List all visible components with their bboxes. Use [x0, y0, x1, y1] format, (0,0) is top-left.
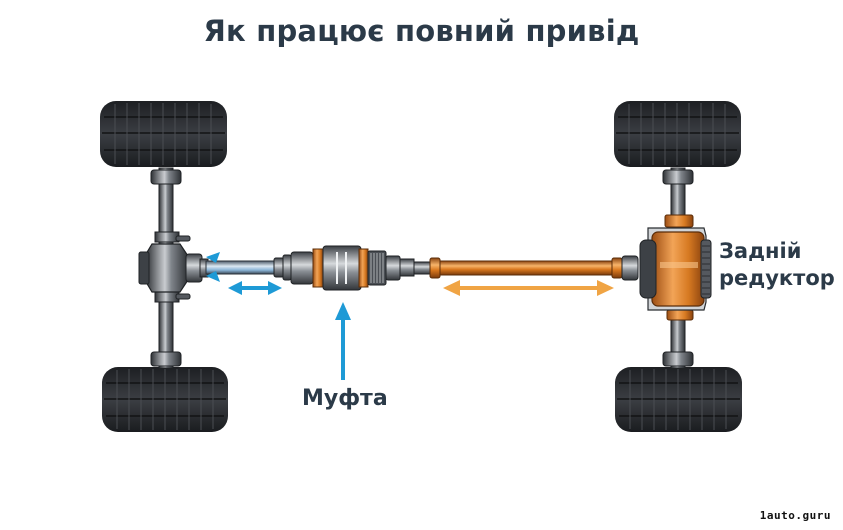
- front-differential: [138, 231, 209, 303]
- wheel-rear-right: [615, 367, 742, 432]
- rear-differential-label-line2: редуктор: [719, 266, 835, 290]
- blue-arrow-left-pointer: [206, 252, 220, 282]
- rear-differential-label: Задній редуктор: [719, 238, 835, 292]
- wheel-front-right: [614, 101, 741, 167]
- watermark: 1auto.guru: [759, 509, 831, 522]
- clutch-label: Муфта: [302, 386, 388, 411]
- rear-driveshaft: [429, 255, 639, 281]
- rear-differential-label-line1: Задній: [719, 239, 802, 263]
- wheel-rear-left: [102, 367, 228, 432]
- page-title: Як працює повний привід: [203, 14, 640, 48]
- blue-double-arrow: [228, 281, 282, 295]
- front-driveshaft: [205, 254, 292, 281]
- orange-double-arrow: [443, 280, 614, 296]
- wheel-front-left: [100, 101, 227, 167]
- rear-differential-housing: [639, 214, 712, 321]
- clutch-pointer-arrow: [335, 302, 351, 380]
- clutch-coupling: [290, 245, 431, 291]
